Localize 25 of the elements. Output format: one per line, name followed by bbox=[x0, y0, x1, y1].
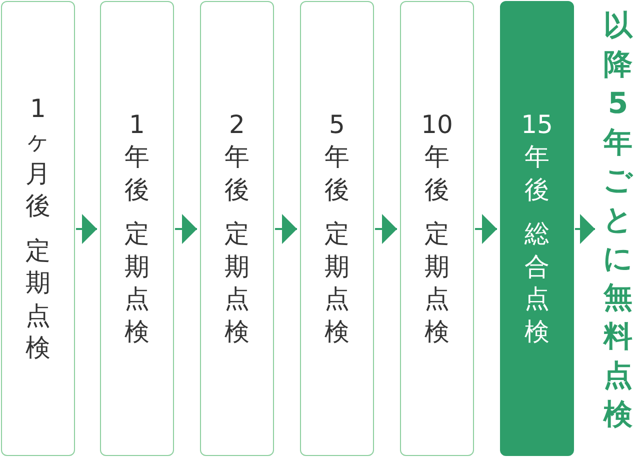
step-label: 定期点検 bbox=[24, 234, 52, 364]
arrow bbox=[76, 214, 97, 244]
step-label: 定期点検 bbox=[124, 218, 150, 348]
step-box bbox=[100, 1, 174, 456]
step-label: 1ヶ月後 bbox=[24, 92, 52, 222]
step-label: 定期点検 bbox=[424, 218, 450, 348]
arrow bbox=[575, 214, 595, 244]
step-box bbox=[500, 1, 574, 456]
arrow bbox=[375, 214, 397, 244]
arrow bbox=[275, 214, 297, 244]
step-label: 1年後 bbox=[124, 108, 150, 206]
step-label: 2年後 bbox=[224, 108, 250, 206]
step-label: 定期点検 bbox=[224, 218, 250, 348]
arrow bbox=[475, 214, 497, 244]
step-label: 5年後 bbox=[324, 108, 350, 206]
step-box bbox=[300, 1, 374, 456]
arrow bbox=[175, 214, 197, 244]
step-label: 総合点検 bbox=[524, 218, 550, 348]
step-label: 10年後 bbox=[420, 108, 454, 206]
step-box bbox=[1, 1, 75, 456]
step-box bbox=[200, 1, 274, 456]
step-label: 定期点検 bbox=[324, 218, 350, 348]
note-text: 以降5年ごとに無料点検 bbox=[598, 6, 638, 434]
step-label: 15年後 bbox=[520, 108, 554, 206]
step-box bbox=[400, 1, 474, 456]
